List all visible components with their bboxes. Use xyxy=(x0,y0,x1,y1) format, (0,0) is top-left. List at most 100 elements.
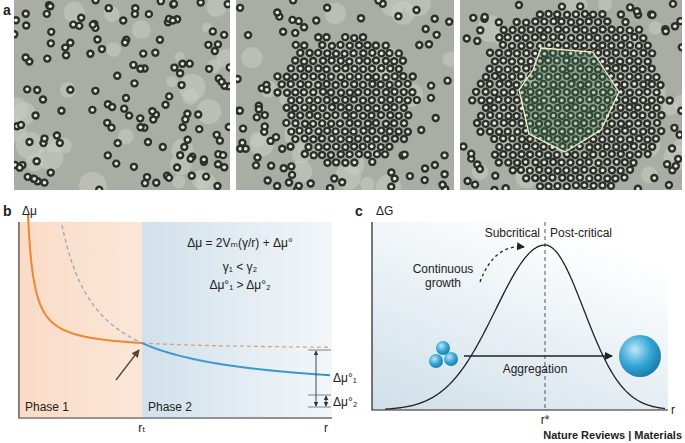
particle-core xyxy=(619,13,623,17)
particle-core xyxy=(655,91,659,95)
colloid-particle xyxy=(309,72,317,80)
particle-rim xyxy=(224,0,230,8)
colloid-particle xyxy=(499,41,507,49)
colloid-particle xyxy=(88,106,96,114)
particle-core xyxy=(114,162,118,166)
particle-rim xyxy=(598,41,606,49)
particle-rim xyxy=(544,10,552,18)
colloid-particle xyxy=(382,103,390,111)
particle-rim xyxy=(639,80,647,88)
particle-rim xyxy=(386,127,394,135)
particle-core xyxy=(238,147,242,151)
particle-rim xyxy=(220,31,228,39)
particle-core xyxy=(637,44,641,48)
particle-core xyxy=(347,106,351,110)
particle-core xyxy=(352,51,356,55)
particle-rim xyxy=(181,115,189,123)
particle-rim xyxy=(261,111,269,119)
colloid-particle xyxy=(66,39,74,47)
particle-core xyxy=(433,163,437,167)
particle-rim xyxy=(372,119,380,127)
particle-core xyxy=(650,67,654,71)
particle-rim xyxy=(431,15,439,23)
colloid-particle xyxy=(209,27,217,35)
particle-rim xyxy=(374,0,382,5)
colloid-particle xyxy=(385,49,393,57)
particle-rim xyxy=(93,35,101,43)
particle-core xyxy=(45,12,49,16)
particle-rim xyxy=(88,106,96,114)
particle-rim xyxy=(432,31,440,39)
colloid-particle xyxy=(292,41,300,49)
particle-rim xyxy=(318,151,326,159)
particle-rim xyxy=(285,178,293,186)
particle-rim xyxy=(336,119,344,127)
particle-core xyxy=(329,122,333,126)
colloid-particle xyxy=(179,123,187,131)
particle-core xyxy=(366,59,370,63)
colloid-particle xyxy=(390,103,398,111)
particle-rim xyxy=(300,103,308,111)
colloid-particle xyxy=(472,88,480,96)
colloid-particle xyxy=(363,104,371,112)
colloid-particle xyxy=(468,96,476,104)
particle-rim xyxy=(176,151,184,159)
particle-rim xyxy=(40,134,48,142)
particle-core xyxy=(384,44,388,48)
particle-rim xyxy=(279,27,287,35)
colloid-particle xyxy=(287,64,295,72)
colloid-particle xyxy=(149,115,157,123)
colloid-particle xyxy=(359,65,367,73)
colloid-particle xyxy=(512,81,520,89)
colloid-particle xyxy=(626,89,634,97)
particle-core xyxy=(330,59,334,63)
particle-core xyxy=(222,166,226,170)
particle-core xyxy=(213,49,217,53)
colloid-particle xyxy=(390,88,398,96)
particle-core xyxy=(583,12,587,16)
particle-core xyxy=(302,25,306,29)
particle-rim xyxy=(145,10,153,18)
particle-core xyxy=(18,166,22,170)
colloid-particle xyxy=(377,96,385,104)
particle-rim xyxy=(415,41,423,49)
particle-core xyxy=(370,114,374,118)
particle-core xyxy=(199,1,203,5)
colloid-particle xyxy=(139,49,147,57)
particle-core xyxy=(379,145,383,149)
colloid-particle xyxy=(350,34,358,42)
colloid-particle xyxy=(331,111,339,119)
particle-core xyxy=(374,90,378,94)
particle-rim xyxy=(323,112,331,120)
out-of-focus-particle xyxy=(14,98,28,121)
particle-rim xyxy=(323,127,331,135)
particle-core xyxy=(384,106,388,110)
particle-core xyxy=(63,46,67,50)
colloid-particle xyxy=(295,96,303,104)
particle-rim xyxy=(43,54,51,62)
particle-core xyxy=(216,184,220,188)
particle-rim xyxy=(287,96,295,104)
colloid-particle xyxy=(544,26,552,34)
particle-core xyxy=(329,91,333,95)
particle-rim xyxy=(359,96,367,104)
particle-rim xyxy=(504,80,512,88)
particle-rim xyxy=(363,57,371,65)
particle-rim xyxy=(341,64,349,72)
colloid-particle xyxy=(296,49,304,57)
particle-core xyxy=(41,98,45,102)
particle-rim xyxy=(621,96,629,104)
colloid-particle xyxy=(318,104,326,112)
colloid-particle xyxy=(598,41,606,49)
colloid-particle xyxy=(169,0,177,8)
particle-rim xyxy=(337,103,345,111)
particle-core xyxy=(519,75,523,79)
particle-rim xyxy=(304,64,312,72)
particle-rim xyxy=(648,64,656,72)
particle-core xyxy=(601,60,605,64)
particle-core xyxy=(218,139,222,143)
particle-rim xyxy=(526,57,534,65)
particle-rim xyxy=(512,18,520,26)
particle-core xyxy=(357,75,361,79)
